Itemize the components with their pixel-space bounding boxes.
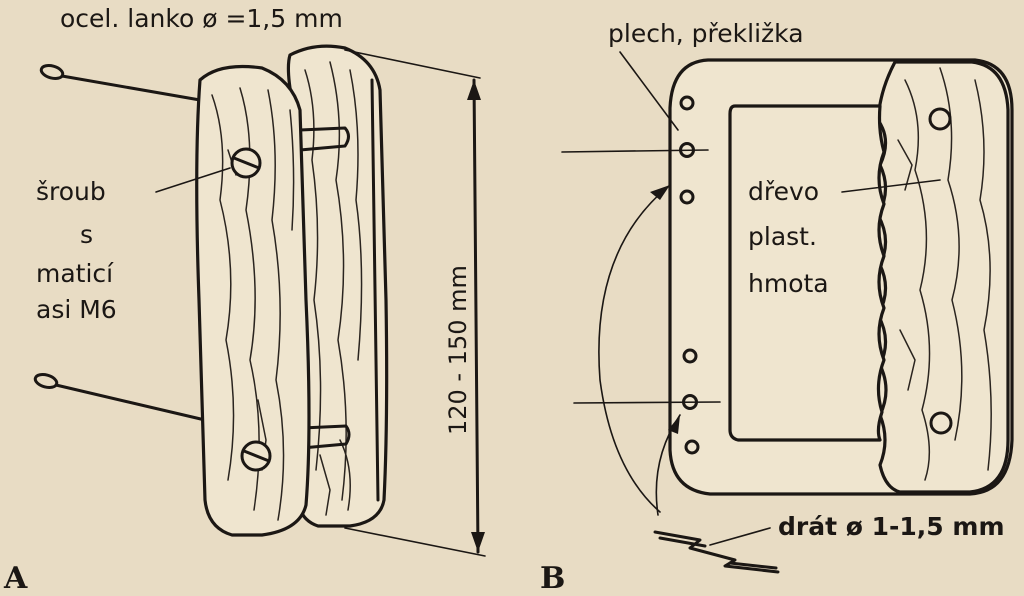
- screw-top: [230, 147, 262, 179]
- screw-label-line-4: asi M6: [36, 295, 117, 324]
- front-handle: [195, 64, 311, 537]
- figure-a-letter: A: [3, 561, 28, 596]
- hole-line-top: [561, 149, 709, 153]
- screw-bottom: [240, 440, 272, 472]
- core-label-line-2: plast.: [748, 222, 817, 251]
- screw-label-line-1: šroub: [36, 177, 106, 206]
- arrow-down-icon: [471, 532, 485, 552]
- core-label-line-3: hmota: [748, 269, 829, 298]
- wire-bottom: [33, 373, 207, 422]
- bolt-bottom: [300, 424, 351, 450]
- wire-top: [39, 64, 202, 102]
- figure-b: plech, překližka dřevo plast. hmota drát…: [540, 19, 1014, 596]
- figure-a: ocel. lanko ø =1,5 mm šroub s maticí asi…: [3, 4, 486, 596]
- curve-arrow-icon: [650, 185, 670, 200]
- screw-leader: [155, 167, 231, 193]
- wire-label-b: drát ø 1-1,5 mm: [778, 512, 1005, 541]
- dimension-label: 120 - 150 mm: [444, 265, 472, 435]
- dimension-line: [344, 49, 486, 557]
- plate-label: plech, překližka: [608, 19, 804, 48]
- core-panel: [728, 104, 886, 442]
- wire-label-a: ocel. lanko ø =1,5 mm: [60, 4, 343, 33]
- arrow-up-icon: [467, 80, 481, 100]
- wire-leader: [709, 527, 771, 546]
- core-label-line-1: dřevo: [748, 177, 819, 206]
- screw-label-line-2: s: [80, 220, 93, 249]
- hole-line-bottom: [573, 401, 721, 404]
- figure-b-letter: B: [540, 561, 565, 596]
- wire-curve-left: [598, 184, 671, 513]
- wire-piece: [653, 530, 780, 574]
- back-handle: [286, 44, 389, 528]
- core-leader: [841, 179, 941, 193]
- screw-label-line-3: maticí: [36, 259, 114, 288]
- bolt-top: [298, 126, 350, 152]
- plate-leader: [619, 51, 679, 131]
- wood-grip: [876, 60, 1010, 494]
- curve-arrow-2-icon: [668, 415, 680, 434]
